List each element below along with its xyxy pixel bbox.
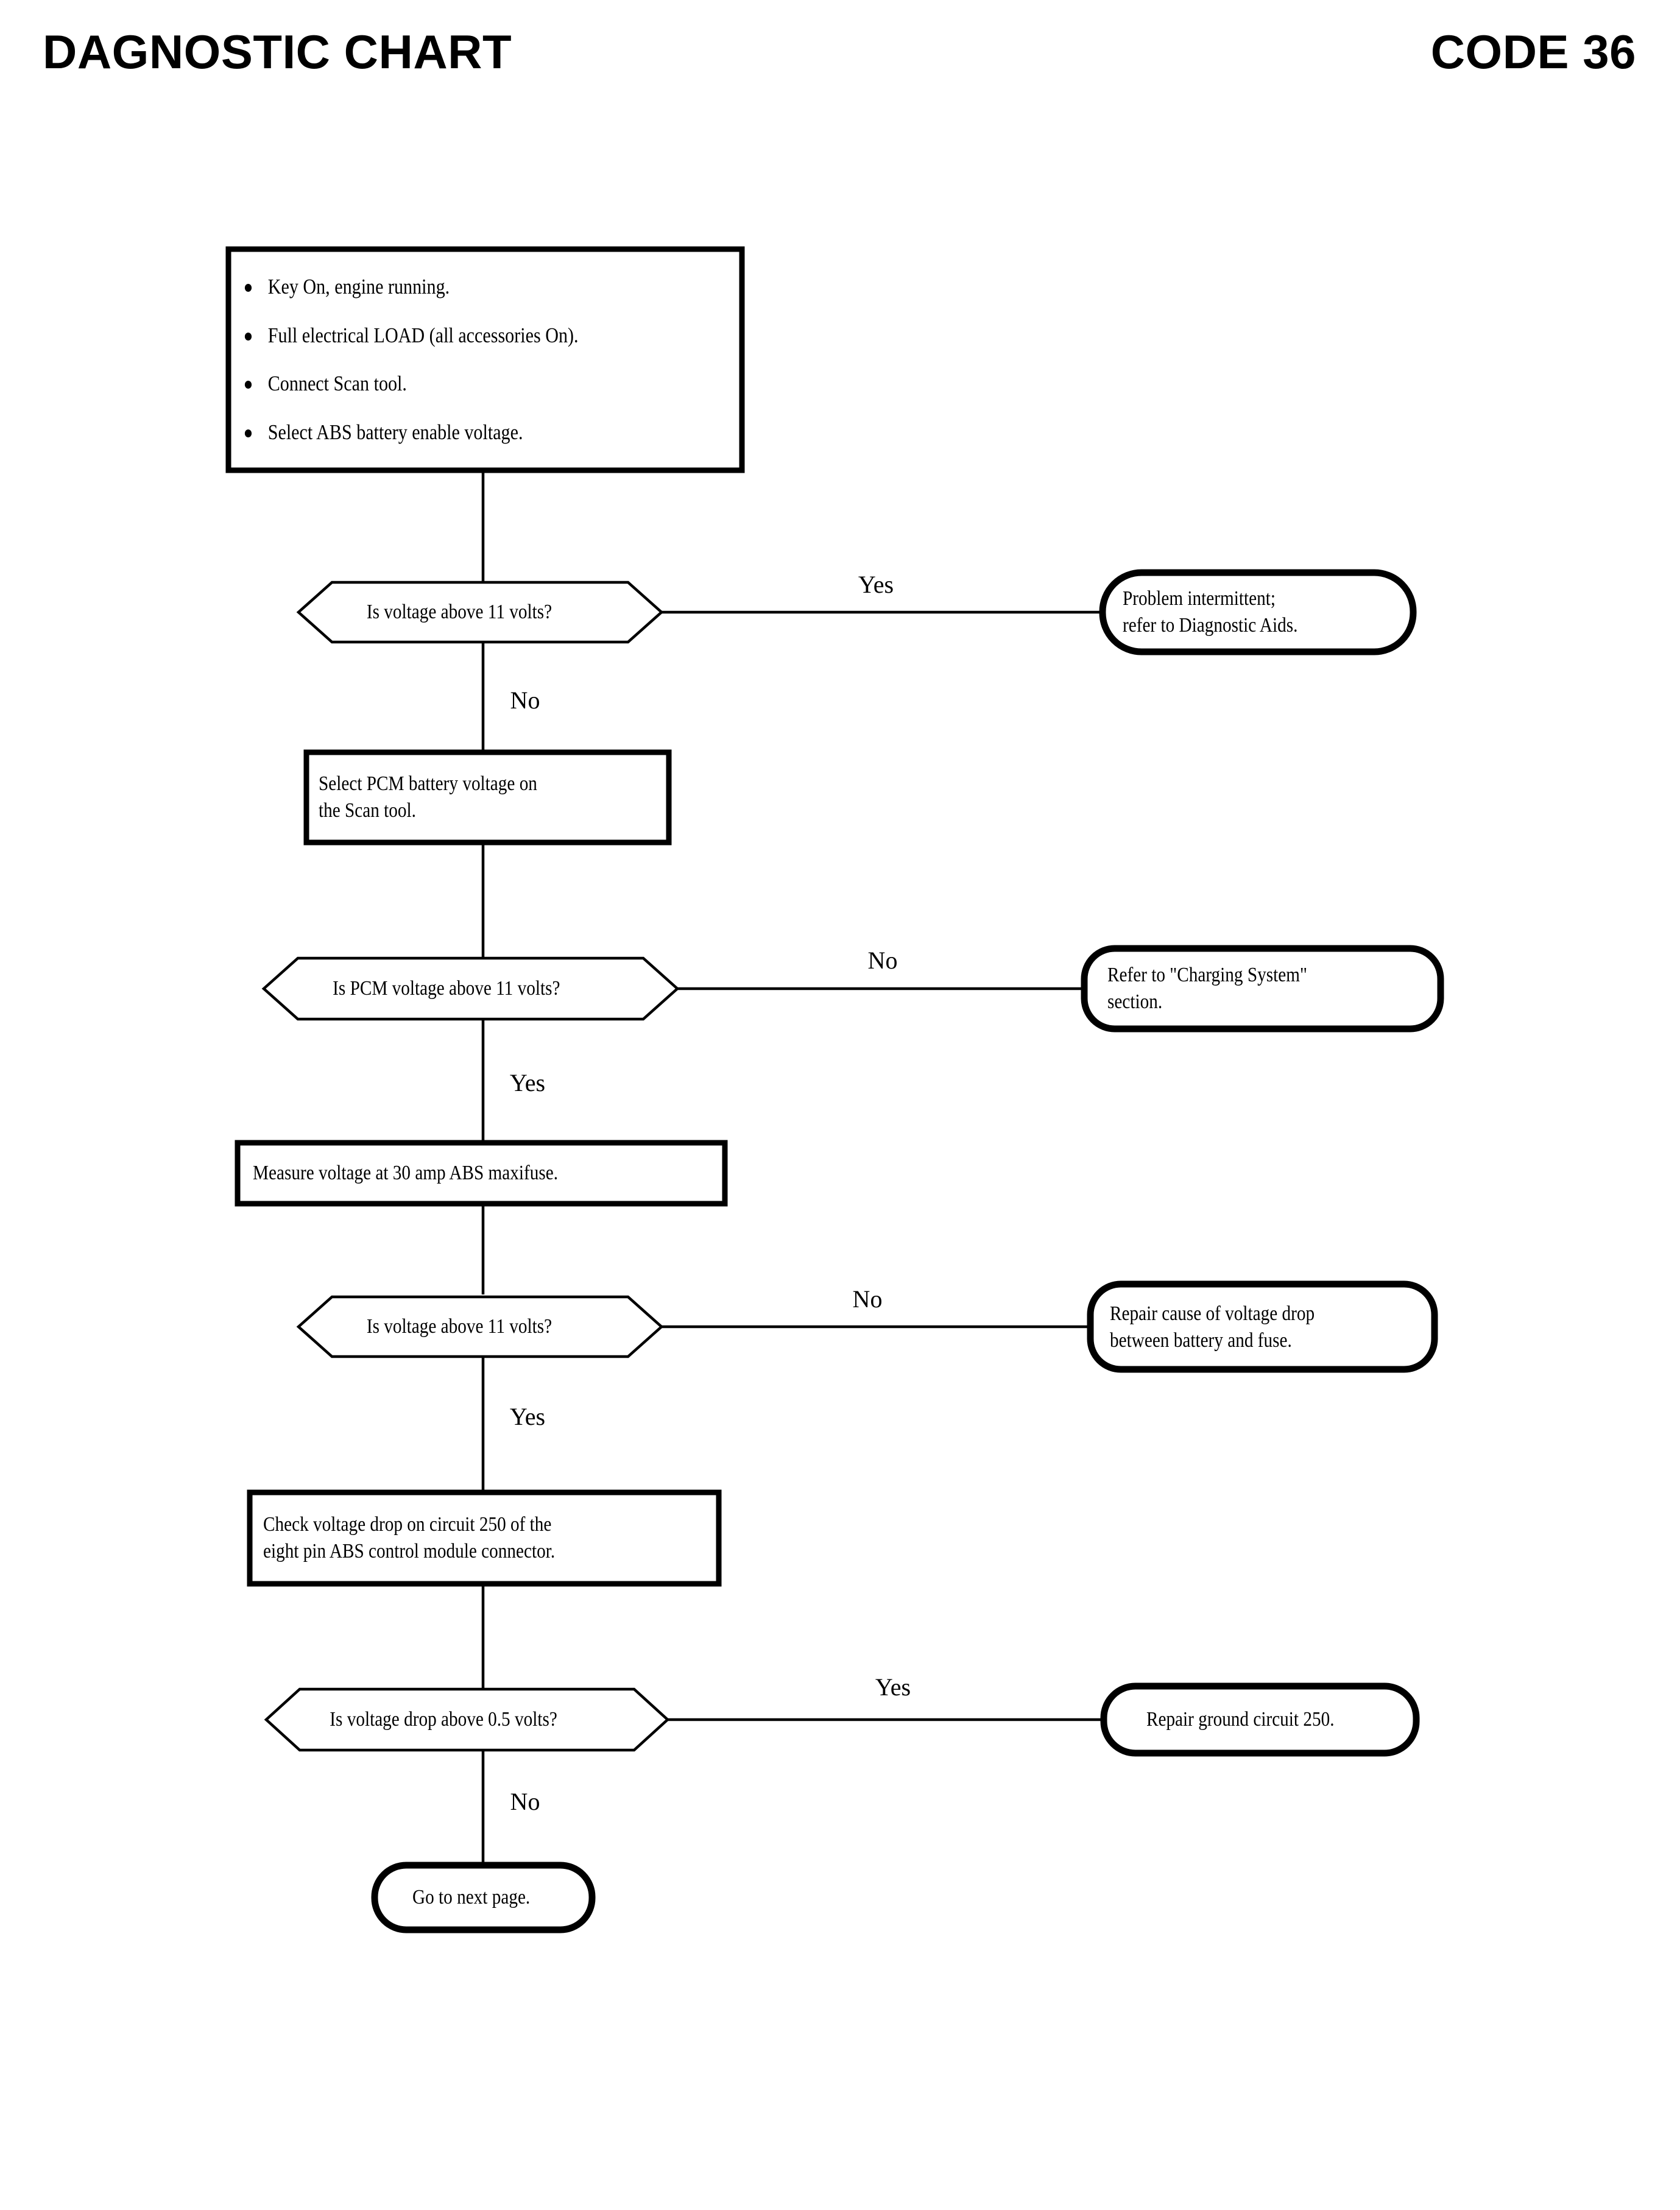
- branch-label-d4-no: No: [510, 1788, 540, 1815]
- decision-2-text: Is PCM voltage above 11 volts?: [333, 976, 560, 1000]
- branch-label-d4-yes: Yes: [875, 1673, 911, 1701]
- terminator-go-to-next-page: Go to next page.: [371, 1862, 596, 1933]
- decision-3-shape: [296, 1295, 664, 1358]
- decision-4-shape: [264, 1687, 670, 1752]
- node-measure-voltage-maxifuse: Measure voltage at 30 amp ABS maxifuse.: [235, 1140, 728, 1207]
- node-3-body: Measure voltage at 30 amp ABS maxifuse.: [253, 1148, 651, 1199]
- node-3-shape: [235, 1140, 728, 1207]
- terminator-refer-charging-system: Refer to "Charging System" section.: [1081, 945, 1444, 1033]
- branch-label-d2-yes: Yes: [509, 1069, 546, 1096]
- terminator-2-shape: [1081, 945, 1444, 1033]
- decision-3-label: Is voltage above 11 volts?: [332, 1301, 587, 1353]
- node-4-line-2: eight pin ABS control module connector.: [263, 1540, 556, 1562]
- branch-label-d1-no: No: [510, 687, 540, 714]
- branch-label-d1-yes: Yes: [858, 571, 894, 598]
- branch-label-d3-yes: Yes: [509, 1403, 546, 1430]
- terminator-problem-intermittent: Problem intermittent; refer to Diagnosti…: [1099, 569, 1417, 655]
- decision-voltage-above-11-volts-1: Is voltage above 11 volts?: [296, 581, 664, 644]
- decision-3-text: Is voltage above 11 volts?: [366, 1315, 552, 1338]
- terminator-5-label: Go to next page.: [387, 1870, 555, 1925]
- terminator-2-line-1: Refer to "Charging System": [1107, 963, 1307, 986]
- decision-4-label: Is voltage drop above 0.5 volts?: [300, 1693, 587, 1746]
- node-2-shape: [303, 749, 672, 846]
- decision-1-label: Is voltage above 11 volts?: [332, 586, 587, 638]
- branch-label-d2-no: No: [867, 947, 898, 974]
- terminator-1-label: Problem intermittent; refer to Diagnosti…: [1123, 577, 1366, 647]
- connector-group: [481, 470, 1101, 1868]
- node-instructions-body: Key On, engine running. Full electrical …: [241, 258, 665, 461]
- node-check-voltage-drop-circuit-250: Check voltage drop on circuit 250 of the…: [247, 1489, 722, 1587]
- decision-4-text: Is voltage drop above 0.5 volts?: [330, 1707, 557, 1731]
- terminator-1-shape: [1099, 569, 1417, 655]
- decision-pcm-voltage-above-11-volts: Is PCM voltage above 11 volts?: [261, 956, 680, 1021]
- node-4-line-1: Check voltage drop on circuit 250 of the: [263, 1513, 552, 1536]
- terminator-1-line-2: refer to Diagnostic Aids.: [1123, 614, 1298, 637]
- decision-2-label: Is PCM voltage above 11 volts?: [298, 962, 595, 1015]
- node-3-line-1: Measure voltage at 30 amp ABS maxifuse.: [253, 1161, 559, 1184]
- decision-1-text: Is voltage above 11 volts?: [366, 600, 552, 623]
- terminator-2-label: Refer to "Charging System" section.: [1107, 954, 1388, 1023]
- terminator-4-shape: [1100, 1682, 1420, 1757]
- list-item: Key On, engine running.: [241, 275, 665, 299]
- terminator-repair-ground-circuit-250: Repair ground circuit 250.: [1100, 1682, 1420, 1757]
- page-title: DAGNOSTIC CHART: [43, 25, 512, 79]
- node-instructions: Key On, engine running. Full electrical …: [225, 246, 745, 473]
- node-4-shape: [247, 1489, 722, 1587]
- decision-1-shape: [296, 581, 664, 644]
- decision-voltage-drop-above-half-volt: Is voltage drop above 0.5 volts?: [264, 1687, 670, 1752]
- node-2-body: Select PCM battery voltage on the Scan t…: [319, 760, 615, 835]
- list-item: Select ABS battery enable voltage.: [241, 420, 665, 445]
- node-instructions-shape: [225, 246, 745, 473]
- branch-label-d3-no: No: [852, 1285, 883, 1313]
- terminator-5-shape: [371, 1862, 596, 1933]
- instruction-list: Key On, engine running. Full electrical …: [241, 275, 665, 444]
- node-2-line-2: the Scan tool.: [319, 799, 416, 822]
- terminator-3-line-1: Repair cause of voltage drop: [1110, 1302, 1315, 1325]
- node-4-body: Check voltage drop on circuit 250 of the…: [263, 1500, 651, 1576]
- decision-2-shape: [261, 956, 680, 1021]
- terminator-1-line-1: Problem intermittent;: [1123, 587, 1276, 610]
- terminator-5-line-1: Go to next page.: [412, 1885, 531, 1908]
- terminator-repair-voltage-drop: Repair cause of voltage drop between bat…: [1087, 1280, 1438, 1373]
- code-label: CODE 36: [1430, 25, 1636, 79]
- terminator-4-label: Repair ground circuit 250.: [1116, 1691, 1365, 1748]
- list-item: Connect Scan tool.: [241, 372, 665, 396]
- list-item: Full electrical LOAD (all accessories On…: [241, 323, 665, 348]
- terminator-3-label: Repair cause of voltage drop between bat…: [1110, 1290, 1382, 1364]
- node-select-pcm-battery-voltage: Select PCM battery voltage on the Scan t…: [303, 749, 672, 846]
- node-2-line-1: Select PCM battery voltage on: [319, 772, 537, 795]
- terminator-3-shape: [1087, 1280, 1438, 1373]
- decision-voltage-above-11-volts-2: Is voltage above 11 volts?: [296, 1295, 664, 1358]
- terminator-3-line-2: between battery and fuse.: [1110, 1329, 1292, 1352]
- terminator-4-line-1: Repair ground circuit 250.: [1146, 1707, 1335, 1731]
- terminator-2-line-2: section.: [1107, 990, 1163, 1013]
